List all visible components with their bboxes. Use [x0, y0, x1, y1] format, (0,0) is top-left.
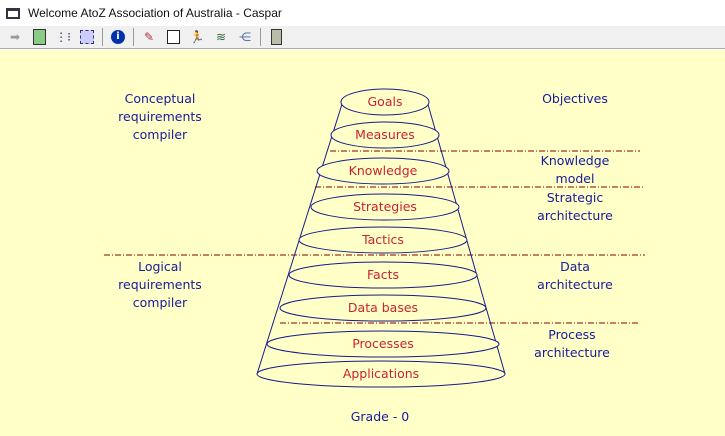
pyramid-level[interactable]: Data bases: [279, 294, 487, 322]
level-label: Applications: [343, 366, 419, 381]
label-line: Strategic: [546, 190, 604, 205]
tree-icon[interactable]: ⋮⁝: [55, 30, 71, 44]
pyramid-level[interactable]: Goals: [340, 88, 430, 116]
label-line: compiler: [132, 295, 188, 310]
level-label: Data bases: [348, 300, 418, 315]
level-label: Processes: [352, 336, 414, 351]
door-exit-icon[interactable]: [267, 28, 285, 46]
strategic-architecture-label: Strategic architecture: [520, 189, 630, 225]
label-line: architecture: [534, 345, 610, 360]
level-label: Facts: [367, 267, 399, 282]
grade-label: Grade - 0: [350, 409, 410, 424]
label-line: requirements: [118, 277, 202, 292]
level-ellipse: [310, 193, 460, 221]
pyramid-level[interactable]: Strategies: [310, 193, 460, 221]
runner-icon[interactable]: 🏃: [189, 30, 205, 44]
book-icon[interactable]: [30, 28, 48, 46]
level-ellipse: [256, 360, 506, 388]
toolbar-separator: [260, 28, 261, 46]
label-line: Knowledge: [540, 153, 610, 168]
pyramid-level[interactable]: Knowledge: [316, 157, 450, 185]
toolbar-separator: [133, 28, 134, 46]
pyramid-level[interactable]: Tactics: [298, 226, 468, 254]
document-icon[interactable]: [164, 28, 182, 46]
level-ellipse: [330, 121, 440, 149]
level-label: Knowledge: [349, 163, 418, 178]
title-bar: Welcome AtoZ Association of Australia - …: [0, 0, 725, 27]
level-ellipse: [288, 261, 478, 289]
level-label: Strategies: [353, 199, 417, 214]
info-icon[interactable]: i: [109, 28, 127, 46]
level-label: Measures: [355, 127, 415, 142]
objectives-label: Objectives: [542, 91, 608, 106]
conceptual-compiler-label: Conceptual requirements compiler: [110, 90, 210, 144]
label-line: architecture: [537, 277, 613, 292]
pyramid-level[interactable]: Processes: [266, 330, 500, 358]
level-label: Tactics: [361, 232, 404, 247]
label-line: Data: [560, 259, 590, 274]
level-ellipse: [316, 157, 450, 185]
label-line: requirements: [118, 109, 202, 124]
level-ellipse: [340, 88, 430, 116]
label-line: architecture: [537, 208, 613, 223]
books-icon[interactable]: ≋: [215, 30, 227, 44]
label-line: Process: [548, 327, 596, 342]
label-line: compiler: [132, 127, 188, 142]
pyramid-level[interactable]: Measures: [330, 121, 440, 149]
network-icon[interactable]: ⋲: [239, 30, 251, 44]
level-ellipse: [279, 294, 487, 322]
label-line: model: [555, 171, 595, 186]
pyramid-diagram: GoalsMeasuresKnowledgeStrategiesTacticsF…: [104, 88, 645, 388]
knowledge-model-label: Knowledge model: [520, 152, 630, 188]
label-line: Conceptual: [124, 91, 196, 106]
pyramid-level[interactable]: Applications: [256, 360, 506, 388]
toolbar: ➡ ⋮⁝ i ✎ 🏃 ≋ ⋲: [0, 26, 725, 49]
level-ellipse: [298, 226, 468, 254]
arrow-right-icon[interactable]: ➡: [9, 30, 21, 44]
diagram-icon[interactable]: [78, 28, 96, 46]
level-ellipse: [266, 330, 500, 358]
process-architecture-label: Process architecture: [517, 326, 627, 362]
data-architecture-label: Data architecture: [520, 258, 630, 294]
pyramid-level[interactable]: Facts: [288, 261, 478, 289]
toolbar-separator: [102, 28, 103, 46]
logical-compiler-label: Logical requirements compiler: [110, 258, 210, 312]
level-label: Goals: [368, 94, 403, 109]
window-icon: [6, 7, 20, 19]
window-title: Welcome AtoZ Association of Australia - …: [28, 6, 282, 20]
label-line: Logical: [138, 259, 182, 274]
notepad-icon[interactable]: ✎: [143, 30, 155, 44]
